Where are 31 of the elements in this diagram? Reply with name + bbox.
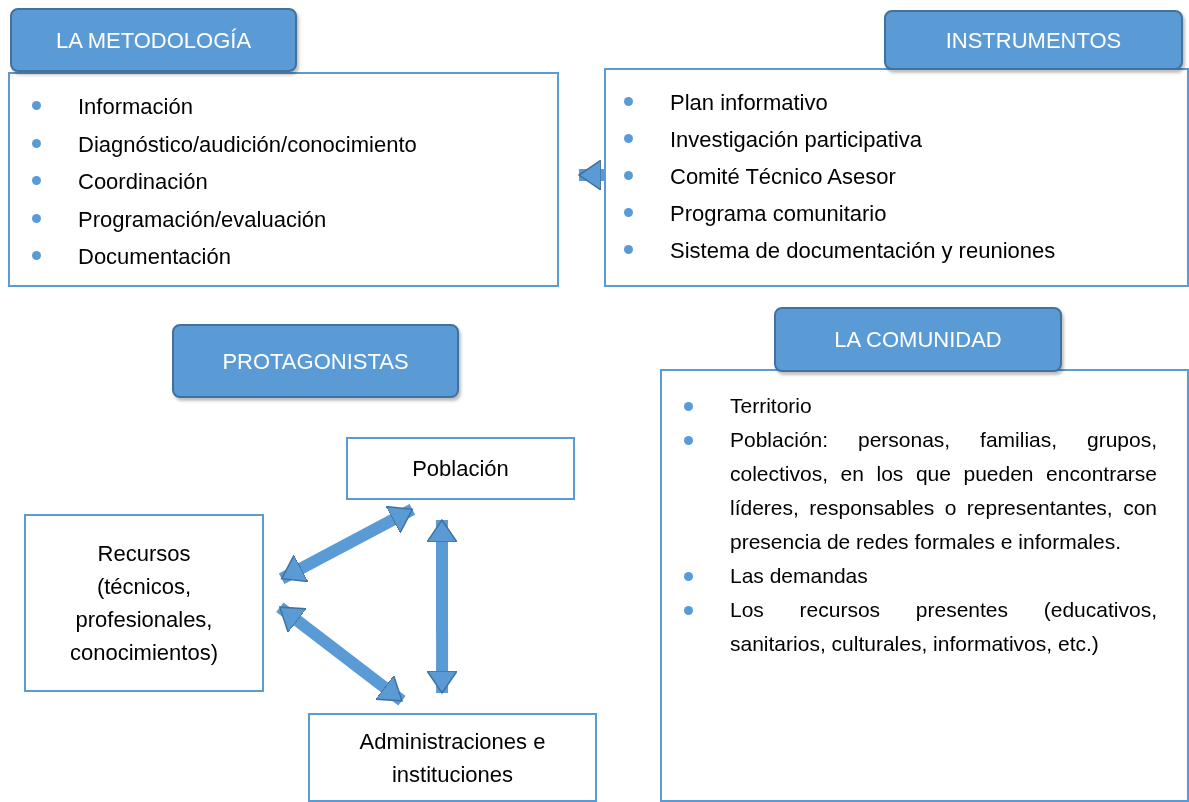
list-item: Información [78, 93, 193, 121]
list-item: Programación/evaluación [78, 205, 327, 234]
list-item: Población: personas, familias, grupos, colectivos, en los que pueden encontrarse líderes, responsables o representantes, con presencia de redes formales e informales. [730, 427, 1157, 555]
block-arrow [276, 602, 406, 706]
list-item: Comité Técnico Asesor [670, 163, 896, 191]
header-tab: PROTAGONISTAS [172, 324, 459, 398]
text-box [346, 437, 575, 500]
list-item: Diagnóstico/audición/conocimiento [78, 130, 417, 159]
text-box [24, 514, 264, 692]
list-item: Programa comunitario [670, 200, 887, 228]
block-arrow [426, 519, 458, 694]
list-item: Investigación participativa [670, 126, 922, 154]
list-item: Documentación [78, 243, 231, 271]
header-tab: LA COMUNIDAD [774, 307, 1062, 372]
header-tab: LA METODOLOGÍA [10, 8, 297, 72]
list-item: Territorio [730, 393, 812, 419]
box-text: Recursos (técnicos, profesionales, conocimientos) [69, 540, 219, 667]
text-box [308, 713, 597, 802]
list-box [8, 72, 559, 287]
block-arrow [278, 504, 416, 584]
list-item: Coordinación [78, 168, 208, 196]
header-tab: INSTRUMENTOS [884, 10, 1183, 70]
list-item: Los recursos presentes (educativos, sanitarios, culturales, informativos, etc.) [730, 597, 1157, 657]
list-box [604, 68, 1189, 287]
box-text: Población [412, 455, 509, 483]
list-item: Plan informativo [670, 89, 828, 117]
block-arrow [578, 159, 605, 191]
box-text: Administraciones e instituciones [358, 727, 547, 789]
list-item: Sistema de documentación y reuniones [670, 237, 1056, 265]
list-item: Las demandas [730, 563, 868, 589]
list-box [660, 369, 1189, 802]
